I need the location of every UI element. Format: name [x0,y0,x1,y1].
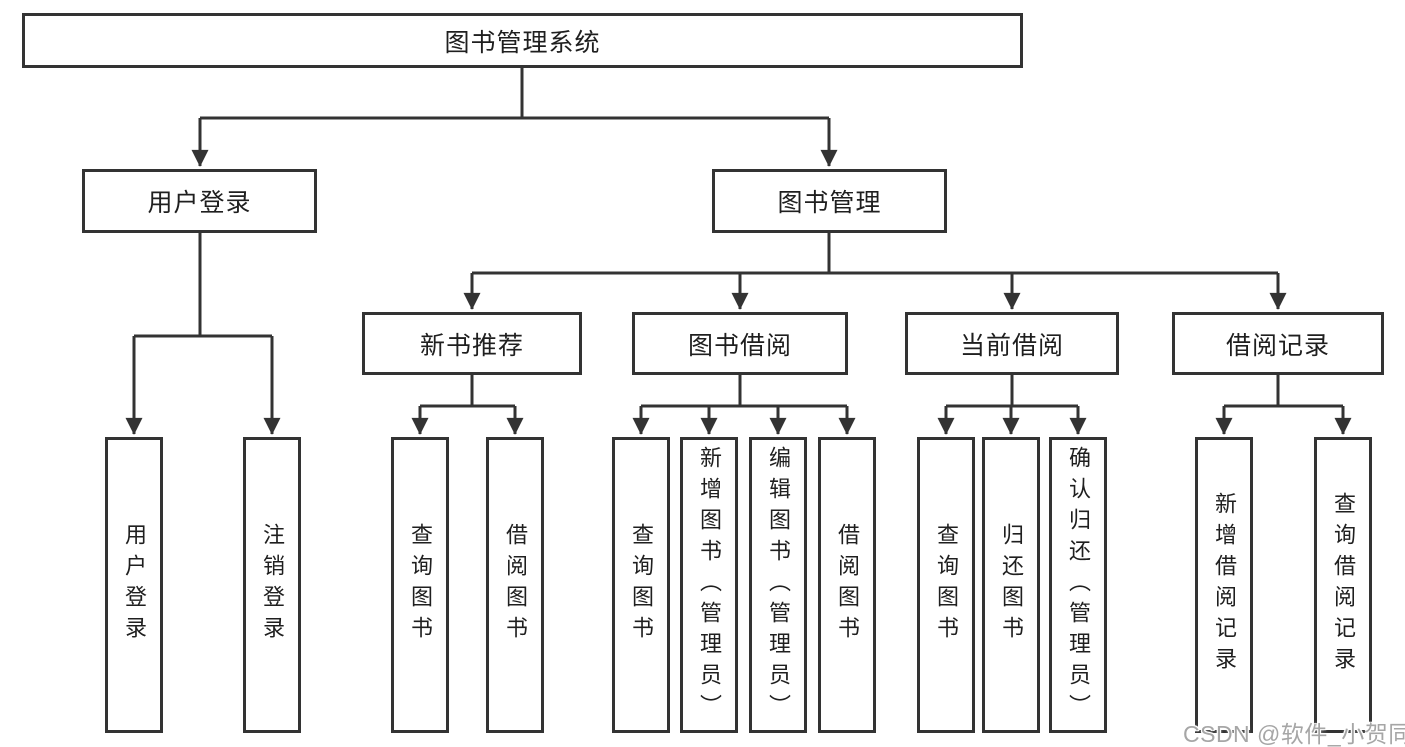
node-label: 确认归还（管理员） [1066,445,1091,725]
node-current-borrow: 当前借阅 [905,312,1119,375]
leaf-query-book-borrow: 查询图书 [612,437,670,733]
node-label: 当前借阅 [959,331,1064,360]
node-label: 图书借阅 [687,331,792,360]
node-label: 编辑图书（管理员） [766,445,791,725]
leaf-logout: 注销登录 [243,437,301,733]
node-label: 新增图书（管理员） [697,445,722,725]
leaf-edit-book-admin: 编辑图书（管理员） [749,437,807,733]
leaf-add-borrow-record: 新增借阅记录 [1195,437,1253,733]
node-label: 归还图书 [999,523,1024,647]
node-label: 借阅图书 [503,523,528,647]
node-label: 查询图书 [408,523,433,647]
leaf-query-borrow-record: 查询借阅记录 [1314,437,1372,733]
leaf-add-book-admin: 新增图书（管理员） [680,437,738,733]
node-label: 查询借阅记录 [1331,492,1356,678]
node-label: 查询图书 [629,523,654,647]
leaf-query-book-current: 查询图书 [917,437,975,733]
node-label: 借阅图书 [835,523,860,647]
node-user-login: 用户登录 [82,169,317,233]
leaf-user-login: 用户登录 [105,437,163,733]
csdn-watermark: CSDN @软件_小贺同学 [1183,721,1405,747]
leaf-borrow-book: 借阅图书 [818,437,876,733]
leaf-return-book: 归还图书 [982,437,1040,733]
node-book-management: 图书管理 [712,169,947,233]
node-label: 图书管理系统 [444,28,601,57]
node-book-borrow: 图书借阅 [632,312,848,375]
leaf-query-book-recommend: 查询图书 [391,437,449,733]
leaf-confirm-return-admin: 确认归还（管理员） [1049,437,1107,733]
node-label: 用户登录 [147,189,252,217]
node-label: 用户登录 [122,523,147,647]
node-root: 图书管理系统 [22,13,1023,68]
node-label: 图书管理 [777,189,882,217]
node-label: 借阅记录 [1225,331,1330,360]
node-label: 查询图书 [934,523,959,647]
node-label: 注销登录 [260,523,285,647]
leaf-borrow-book-recommend: 借阅图书 [486,437,544,733]
node-new-book-recommend: 新书推荐 [362,312,582,375]
node-label: 新书推荐 [419,331,524,360]
node-label: 新增借阅记录 [1212,492,1237,678]
node-borrow-record: 借阅记录 [1172,312,1384,375]
